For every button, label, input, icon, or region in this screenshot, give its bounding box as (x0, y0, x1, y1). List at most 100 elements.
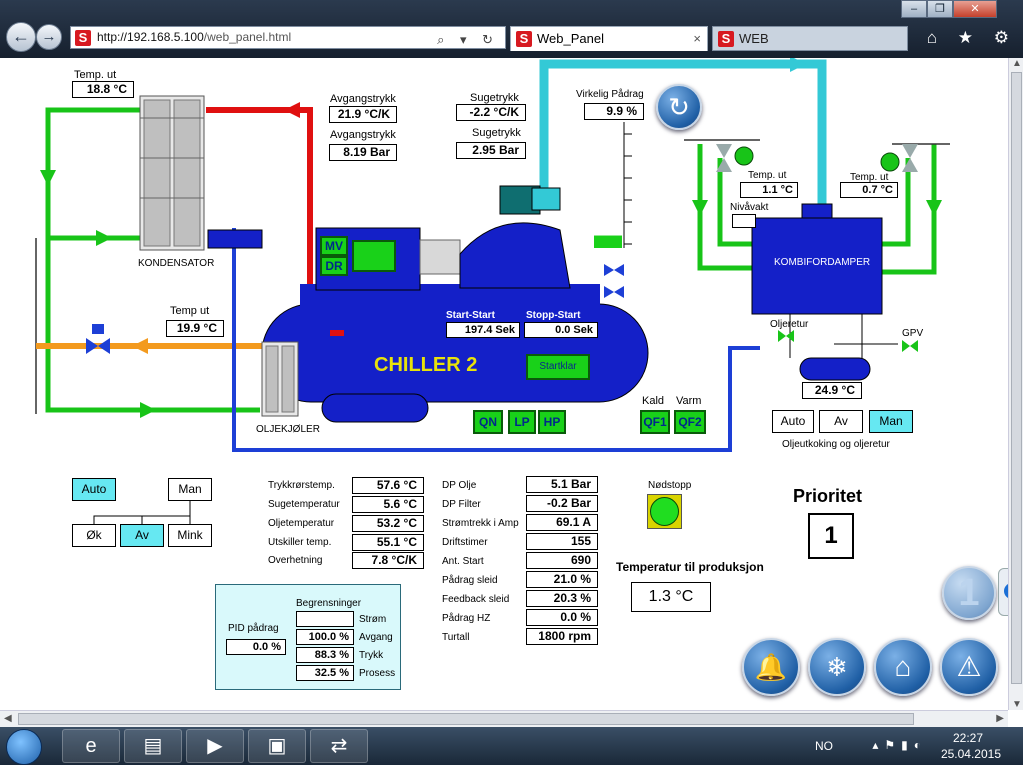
alarm-hp[interactable]: HP (538, 410, 566, 434)
clock-time[interactable]: 22:27 (952, 731, 983, 745)
tab-web-logo-icon: S (718, 31, 734, 47)
vertical-scrollbar[interactable]: ▲ ▼ (1008, 58, 1023, 710)
oil-cooler-icon (261, 341, 299, 417)
reading-value: 690 (526, 552, 598, 569)
avgangstrykk-label-2: Avgangstrykk (330, 129, 396, 141)
qf1-button[interactable]: QF1 (640, 410, 670, 434)
url-path: /web_panel.html (203, 30, 292, 44)
kondensator-temp-ut-label: Temp. ut (74, 69, 117, 81)
stopp-start-value: 0.0 Sek (524, 322, 598, 338)
flow-arrow-icon (96, 230, 112, 246)
chiller-tank-icon (261, 284, 649, 423)
address-bar[interactable]: S http://192.168.5.100/web_panel.html ⌕ … (70, 26, 506, 49)
hot-gas-pipe (206, 107, 313, 304)
start-button[interactable] (6, 729, 42, 765)
prioritet-value[interactable]: 1 (808, 513, 854, 559)
back-button[interactable]: ← (6, 22, 36, 52)
mode-tree-lines (93, 500, 191, 524)
kombi-temp-ut-left-label: Temp. ut (748, 170, 787, 181)
scroll-right-icon[interactable]: ▶ (996, 713, 1004, 724)
address-tools-icon[interactable]: ⌕ ▾ ↻ (437, 32, 499, 47)
media-taskbar-icon[interactable]: ▶ (186, 729, 244, 763)
tab-close-icon[interactable]: × (693, 31, 701, 46)
teamviewer-taskbar-icon[interactable]: ⇄ (310, 729, 368, 763)
tab-web-panel[interactable]: S Web_Panel × (510, 26, 708, 51)
tank-valve-icon (604, 264, 624, 298)
indicator-icon (330, 330, 344, 336)
oljeretur-label: Oljeretur (770, 319, 809, 330)
startklar-status[interactable]: Startklar (526, 354, 590, 380)
reading-label: Sugetemperatur (268, 499, 340, 510)
ie-taskbar-icon[interactable]: e (62, 729, 120, 763)
language-indicator[interactable]: NO (815, 739, 833, 753)
reading-value: 21.0 % (526, 571, 598, 588)
qf2-button[interactable]: QF2 (674, 410, 706, 434)
oljekjoler-temp-ut-label: Temp ut (170, 305, 210, 317)
process-diagram (35, 58, 950, 524)
windows-taskbar: e ▤ ▶ ▣ ⇄ NO ▴⚑▮◐ 22:27 25.04.2015 (0, 727, 1023, 765)
reading-label: Driftstimer (442, 537, 488, 548)
chiller-title: CHILLER 2 (374, 354, 478, 376)
olje-av-button[interactable]: Av (819, 410, 863, 433)
nodstopp-lamp-icon (650, 497, 679, 526)
olje-auto-button[interactable]: Auto (772, 410, 814, 433)
flow-arrow-icon (132, 338, 148, 354)
nivavakt-label: Nivåvakt (730, 202, 769, 213)
chiller-mink-button[interactable]: Mink (168, 524, 212, 547)
home-button[interactable]: ⌂ (874, 638, 932, 696)
vertical-scroll-thumb[interactable] (1011, 72, 1022, 684)
warning-icon: ⚠ (956, 651, 982, 682)
explorer-taskbar-icon[interactable]: ▤ (124, 729, 182, 763)
scroll-down-icon[interactable]: ▼ (1012, 699, 1022, 710)
forward-button[interactable]: → (36, 24, 62, 50)
chiller-ok-button[interactable]: Øk (72, 524, 116, 547)
oljekjoler-label: OLJEKJØLER (256, 424, 320, 435)
temp-prod-label: Temperatur til produksjon (616, 560, 764, 574)
warning-button[interactable]: ⚠ (940, 638, 998, 696)
service-button[interactable]: ❄ (808, 638, 866, 696)
compressor-icon (315, 185, 571, 291)
teamviewer-side-tab[interactable]: ⇄ (998, 568, 1008, 616)
reading-value: 69.1 A (526, 514, 598, 531)
wrench-snowflake-icon: ❄ (826, 652, 848, 682)
suction-pipe (539, 59, 827, 208)
tray-icons[interactable]: ▴⚑▮◐ (872, 738, 927, 752)
nodstopp-button[interactable] (647, 494, 682, 529)
kombifordamper-icon (751, 203, 898, 381)
maximize-button[interactable]: ❐ (927, 0, 953, 18)
sugetrykk-label-2: Sugetrykk (472, 127, 521, 139)
reading-label: Feedback sleid (442, 594, 510, 605)
close-window-button[interactable]: ✕ (953, 0, 997, 18)
flow-arrow-icon (140, 402, 156, 418)
scroll-left-icon[interactable]: ◀ (4, 713, 12, 724)
kondensator-label: KONDENSATOR (138, 258, 215, 269)
horizontal-scrollbar[interactable]: ◀ ▶ (0, 710, 1008, 727)
tab-web[interactable]: S WEB (712, 26, 908, 51)
chiller-man-button[interactable]: Man (168, 478, 212, 501)
page-number-badge[interactable]: 1 (942, 566, 996, 620)
alarm-bell-button[interactable]: 🔔 (742, 638, 800, 696)
oil-separator-icon (207, 229, 263, 249)
clock-date[interactable]: 25.04.2015 (940, 747, 1001, 761)
flow-arrow-icon (284, 102, 300, 118)
alarm-qn[interactable]: QN (473, 410, 503, 434)
home-icon: ⌂ (894, 651, 912, 682)
chiller-auto-button[interactable]: Auto (72, 478, 116, 501)
tab-logo-icon: S (516, 31, 532, 47)
scroll-up-icon[interactable]: ▲ (1012, 58, 1022, 69)
chiller-av-button[interactable]: Av (120, 524, 164, 547)
prioritet-label: Prioritet (793, 486, 863, 506)
refresh-button[interactable]: ↻ (656, 84, 702, 130)
valve-right-icon (880, 144, 918, 172)
remote-taskbar-icon[interactable]: ▣ (248, 729, 306, 763)
minimize-button[interactable]: – (901, 0, 927, 18)
reading-label: DP Filter (442, 499, 481, 510)
alarm-lp[interactable]: LP (508, 410, 536, 434)
browser-tool-icons[interactable]: ⌂ ★ ⚙ (926, 28, 1017, 47)
bell-icon: 🔔 (754, 652, 788, 682)
olje-man-button[interactable]: Man (869, 410, 913, 433)
reading-label: Turtall (442, 632, 470, 643)
flow-arrow-icon (692, 200, 708, 216)
horizontal-scroll-thumb[interactable] (18, 713, 914, 725)
oljekjoler-temp-ut-value: 19.9 °C (166, 320, 224, 337)
